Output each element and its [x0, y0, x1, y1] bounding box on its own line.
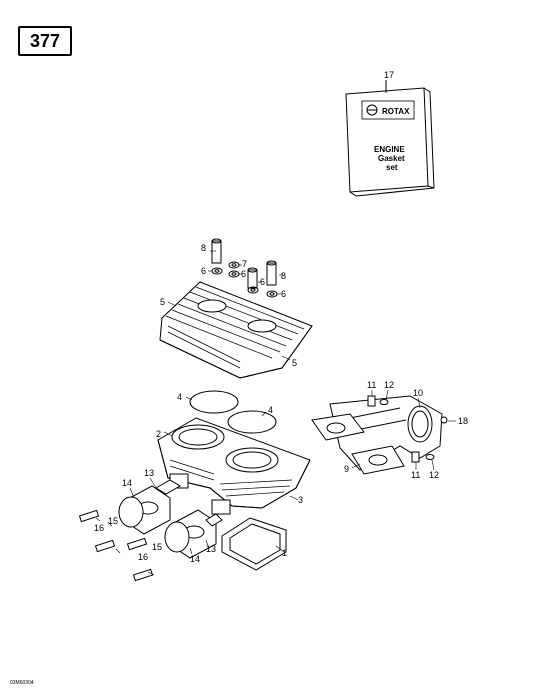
- callout-12b: 12: [429, 470, 439, 480]
- callout-4a: 4: [177, 392, 182, 402]
- gasket-kit-booklet[interactable]: [345, 80, 435, 197]
- nut-6c[interactable]: [247, 286, 259, 294]
- callout-16a: 16: [94, 523, 104, 533]
- callout-17: 17: [384, 70, 394, 80]
- callout-11a: 11: [367, 380, 376, 390]
- kit-line-1: ENGINE: [374, 145, 405, 154]
- callout-10: 10: [413, 388, 423, 398]
- callout-14b: 14: [190, 554, 200, 564]
- callout-6d: 6: [281, 289, 286, 299]
- bolt-16-b[interactable]: [94, 539, 116, 553]
- nut-6b[interactable]: [228, 270, 240, 278]
- bolt-11-top[interactable]: [367, 395, 376, 407]
- kit-line-3: set: [386, 163, 398, 172]
- callout-13b: 13: [206, 544, 216, 554]
- callout-1: 1: [282, 548, 287, 558]
- callout-6c: 6: [260, 277, 265, 287]
- o-ring-right[interactable]: [227, 410, 277, 434]
- kit-line-2: Gasket: [378, 154, 405, 163]
- washer-7[interactable]: [228, 261, 240, 269]
- cylinder-head[interactable]: [159, 281, 313, 379]
- callout-9: 9: [344, 464, 349, 474]
- callout-13a: 13: [144, 468, 154, 478]
- page-number: 377: [29, 30, 61, 51]
- nut-6[interactable]: [211, 267, 223, 275]
- callout-5b: 5: [292, 358, 297, 368]
- callout-16b: 16: [138, 552, 148, 562]
- callout-5a: 5: [160, 297, 165, 307]
- callout-2: 2: [156, 429, 161, 439]
- sleeve-8-middle[interactable]: [247, 267, 258, 289]
- callout-15a: 15: [108, 516, 118, 526]
- sleeve-8-left[interactable]: [211, 238, 222, 264]
- callout-7: 7: [242, 259, 247, 269]
- intake-socket-lower[interactable]: [164, 509, 217, 559]
- callout-6a: 6: [201, 266, 206, 276]
- bolt-16-a[interactable]: [78, 509, 100, 523]
- bolt-11-bottom[interactable]: [411, 451, 420, 463]
- plug-18[interactable]: [440, 416, 448, 424]
- callout-12a: 12: [384, 380, 394, 390]
- sleeve-8-right[interactable]: [266, 260, 277, 286]
- cylinder-block[interactable]: [157, 417, 311, 515]
- o-ring-left[interactable]: [189, 390, 239, 414]
- base-gasket[interactable]: [221, 517, 287, 571]
- kit-brand: ROTAX: [382, 107, 410, 116]
- page-number-box: 377: [18, 26, 72, 56]
- callout-4b: 4: [268, 405, 273, 415]
- bolt-16-d[interactable]: [132, 568, 154, 582]
- callout-11b: 11: [411, 470, 420, 480]
- bolt-16-c[interactable]: [126, 537, 148, 551]
- intake-socket-upper[interactable]: [118, 485, 171, 535]
- callout-14a: 14: [122, 478, 132, 488]
- nut-6d[interactable]: [266, 290, 278, 298]
- callout-8a: 8: [201, 243, 206, 253]
- footer-code: 03M60304: [10, 680, 34, 686]
- intake-gasket-13[interactable]: [155, 479, 223, 527]
- washer-12-bottom[interactable]: [425, 454, 435, 460]
- exhaust-gasket-9[interactable]: [311, 413, 405, 475]
- washer-12-top[interactable]: [379, 399, 389, 405]
- callout-3: 3: [298, 495, 303, 505]
- callout-6b: 6: [241, 269, 246, 279]
- callout-18: 18: [458, 416, 468, 426]
- callout-15b: 15: [152, 542, 162, 552]
- callout-8b: 8: [281, 271, 286, 281]
